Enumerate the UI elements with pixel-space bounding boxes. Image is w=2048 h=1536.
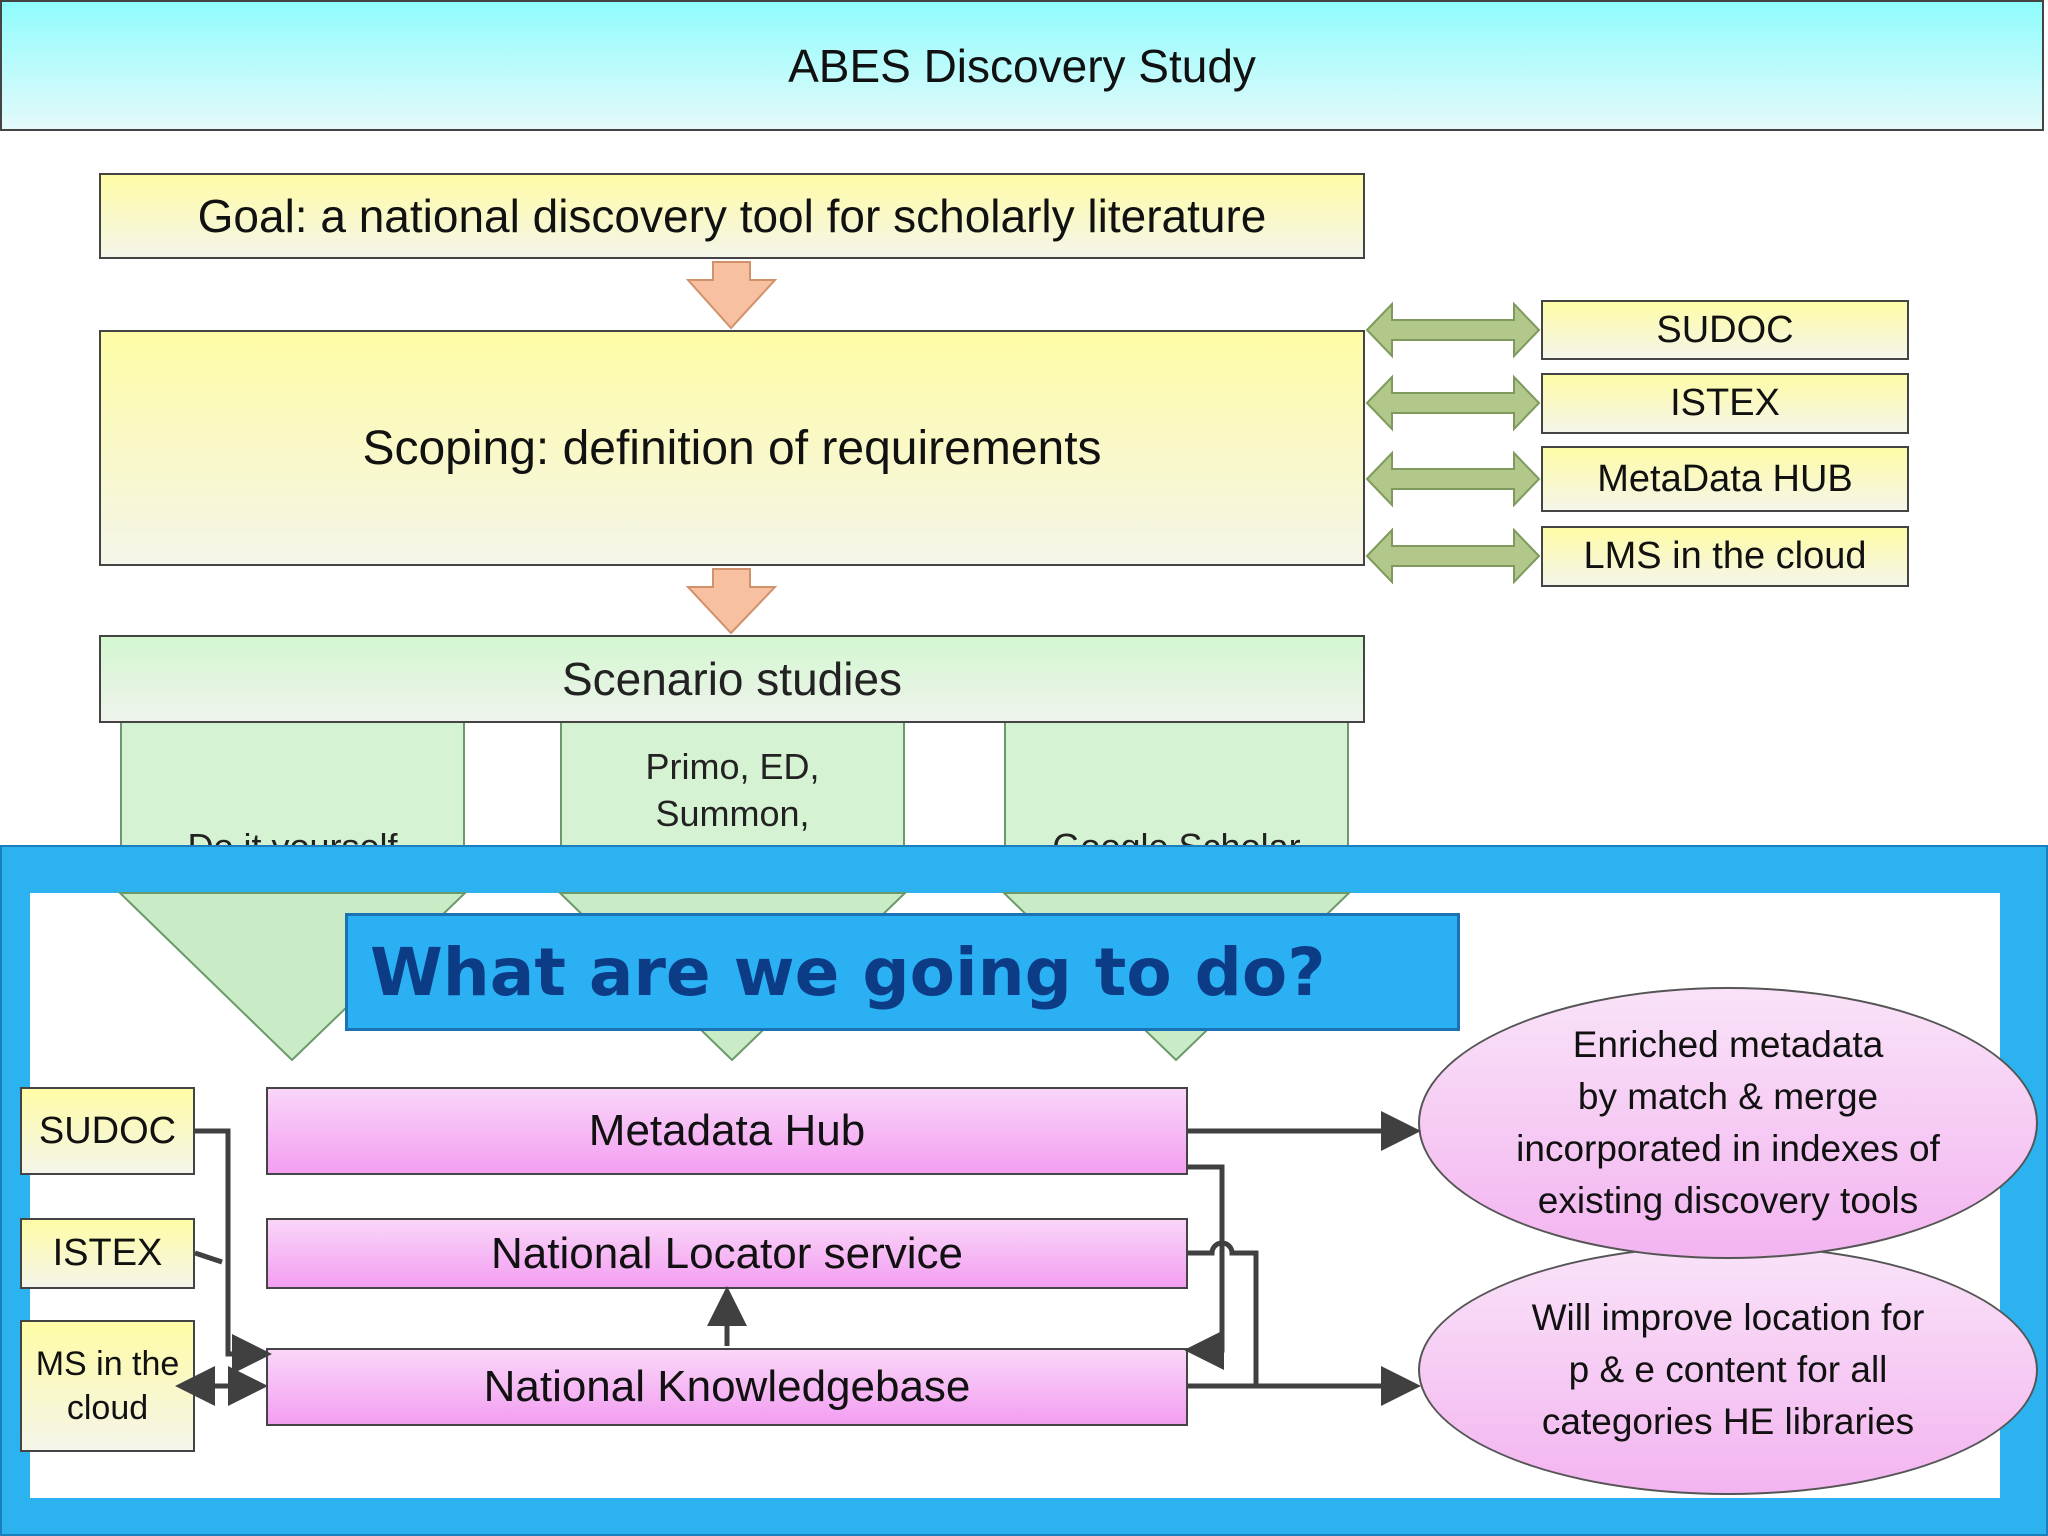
scoping-text: Scoping: definition of requirements [362,421,1102,475]
outcome-line: existing discovery tools [1537,1179,1919,1221]
side-box-sudoc: SUDOC [1541,300,1909,360]
outcome-line: by match & merge [1577,1076,1879,1118]
side-box-label: LMS in the cloud [1583,535,1867,577]
side-box-lms-cloud: LMS in the cloud [1541,526,1909,587]
heading-text: What are we going to do? [370,933,1326,1011]
double-arrow-icon [1365,450,1541,508]
connector-locator-location [1188,1240,1259,1386]
side-box-label: MetaData HUB [1597,457,1853,500]
connector-istex [194,1250,223,1265]
down-arrow-icon [685,568,778,635]
side-box-label: SUDOC [1656,308,1794,351]
outcome-location-ellipse: Will improve location for p & e content … [1418,1245,2038,1495]
side-box-metadata-hub: MetaData HUB [1541,446,1909,512]
connector-sudoc [195,1128,272,1374]
scenario-title: Scenario studies [561,653,903,705]
source-label-line: MS in the [35,1344,180,1383]
outcome-enriched-ellipse: Enriched metadata by match & merge incor… [1418,987,2038,1259]
source-istex: ISTEX [20,1218,195,1289]
source-label-line: cloud [66,1389,149,1427]
component-label: Metadata Hub [588,1106,866,1155]
side-box-label: ISTEX [1670,382,1780,424]
double-arrow-icon [1365,374,1541,432]
heading-banner: What are we going to do? [345,913,1460,1031]
outcome-line: p & e content for all [1568,1349,1888,1391]
source-sudoc: SUDOC [20,1087,195,1175]
side-box-istex: ISTEX [1541,373,1909,434]
source-lms-cloud: MS in the cloud [20,1320,195,1452]
double-arrow-icon [1365,527,1541,585]
outcome-line: incorporated in indexes of [1516,1128,1940,1169]
source-label: SUDOC [38,1109,177,1152]
down-arrow-icon [685,261,778,330]
source-label: ISTEX [52,1232,163,1274]
outcome-line: categories HE libraries [1541,1400,1915,1442]
metadata-hub-box: Metadata Hub [266,1087,1188,1175]
goal-text: Goal: a national discovery tool for scho… [197,190,1267,242]
connector-hub-kb [1184,1164,1225,1370]
slide-title: ABES Discovery Study [788,39,1256,92]
outcome-line: Will improve location for [1531,1297,1925,1339]
scoping-box: Scoping: definition of requirements [99,330,1365,566]
outcome-line: Enriched metadata [1572,1024,1884,1066]
goal-box: Goal: a national discovery tool for scho… [99,173,1365,259]
slide-title-bar: ABES Discovery Study [0,0,2044,131]
double-arrow-icon [1365,301,1541,359]
national-knowledgebase-box: National Knowledgebase [266,1348,1188,1426]
national-locator-box: National Locator service [266,1218,1188,1289]
component-label: National Knowledgebase [483,1362,971,1411]
scenario-studies-box: Scenario studies [99,635,1365,723]
component-label: National Locator service [490,1228,963,1278]
